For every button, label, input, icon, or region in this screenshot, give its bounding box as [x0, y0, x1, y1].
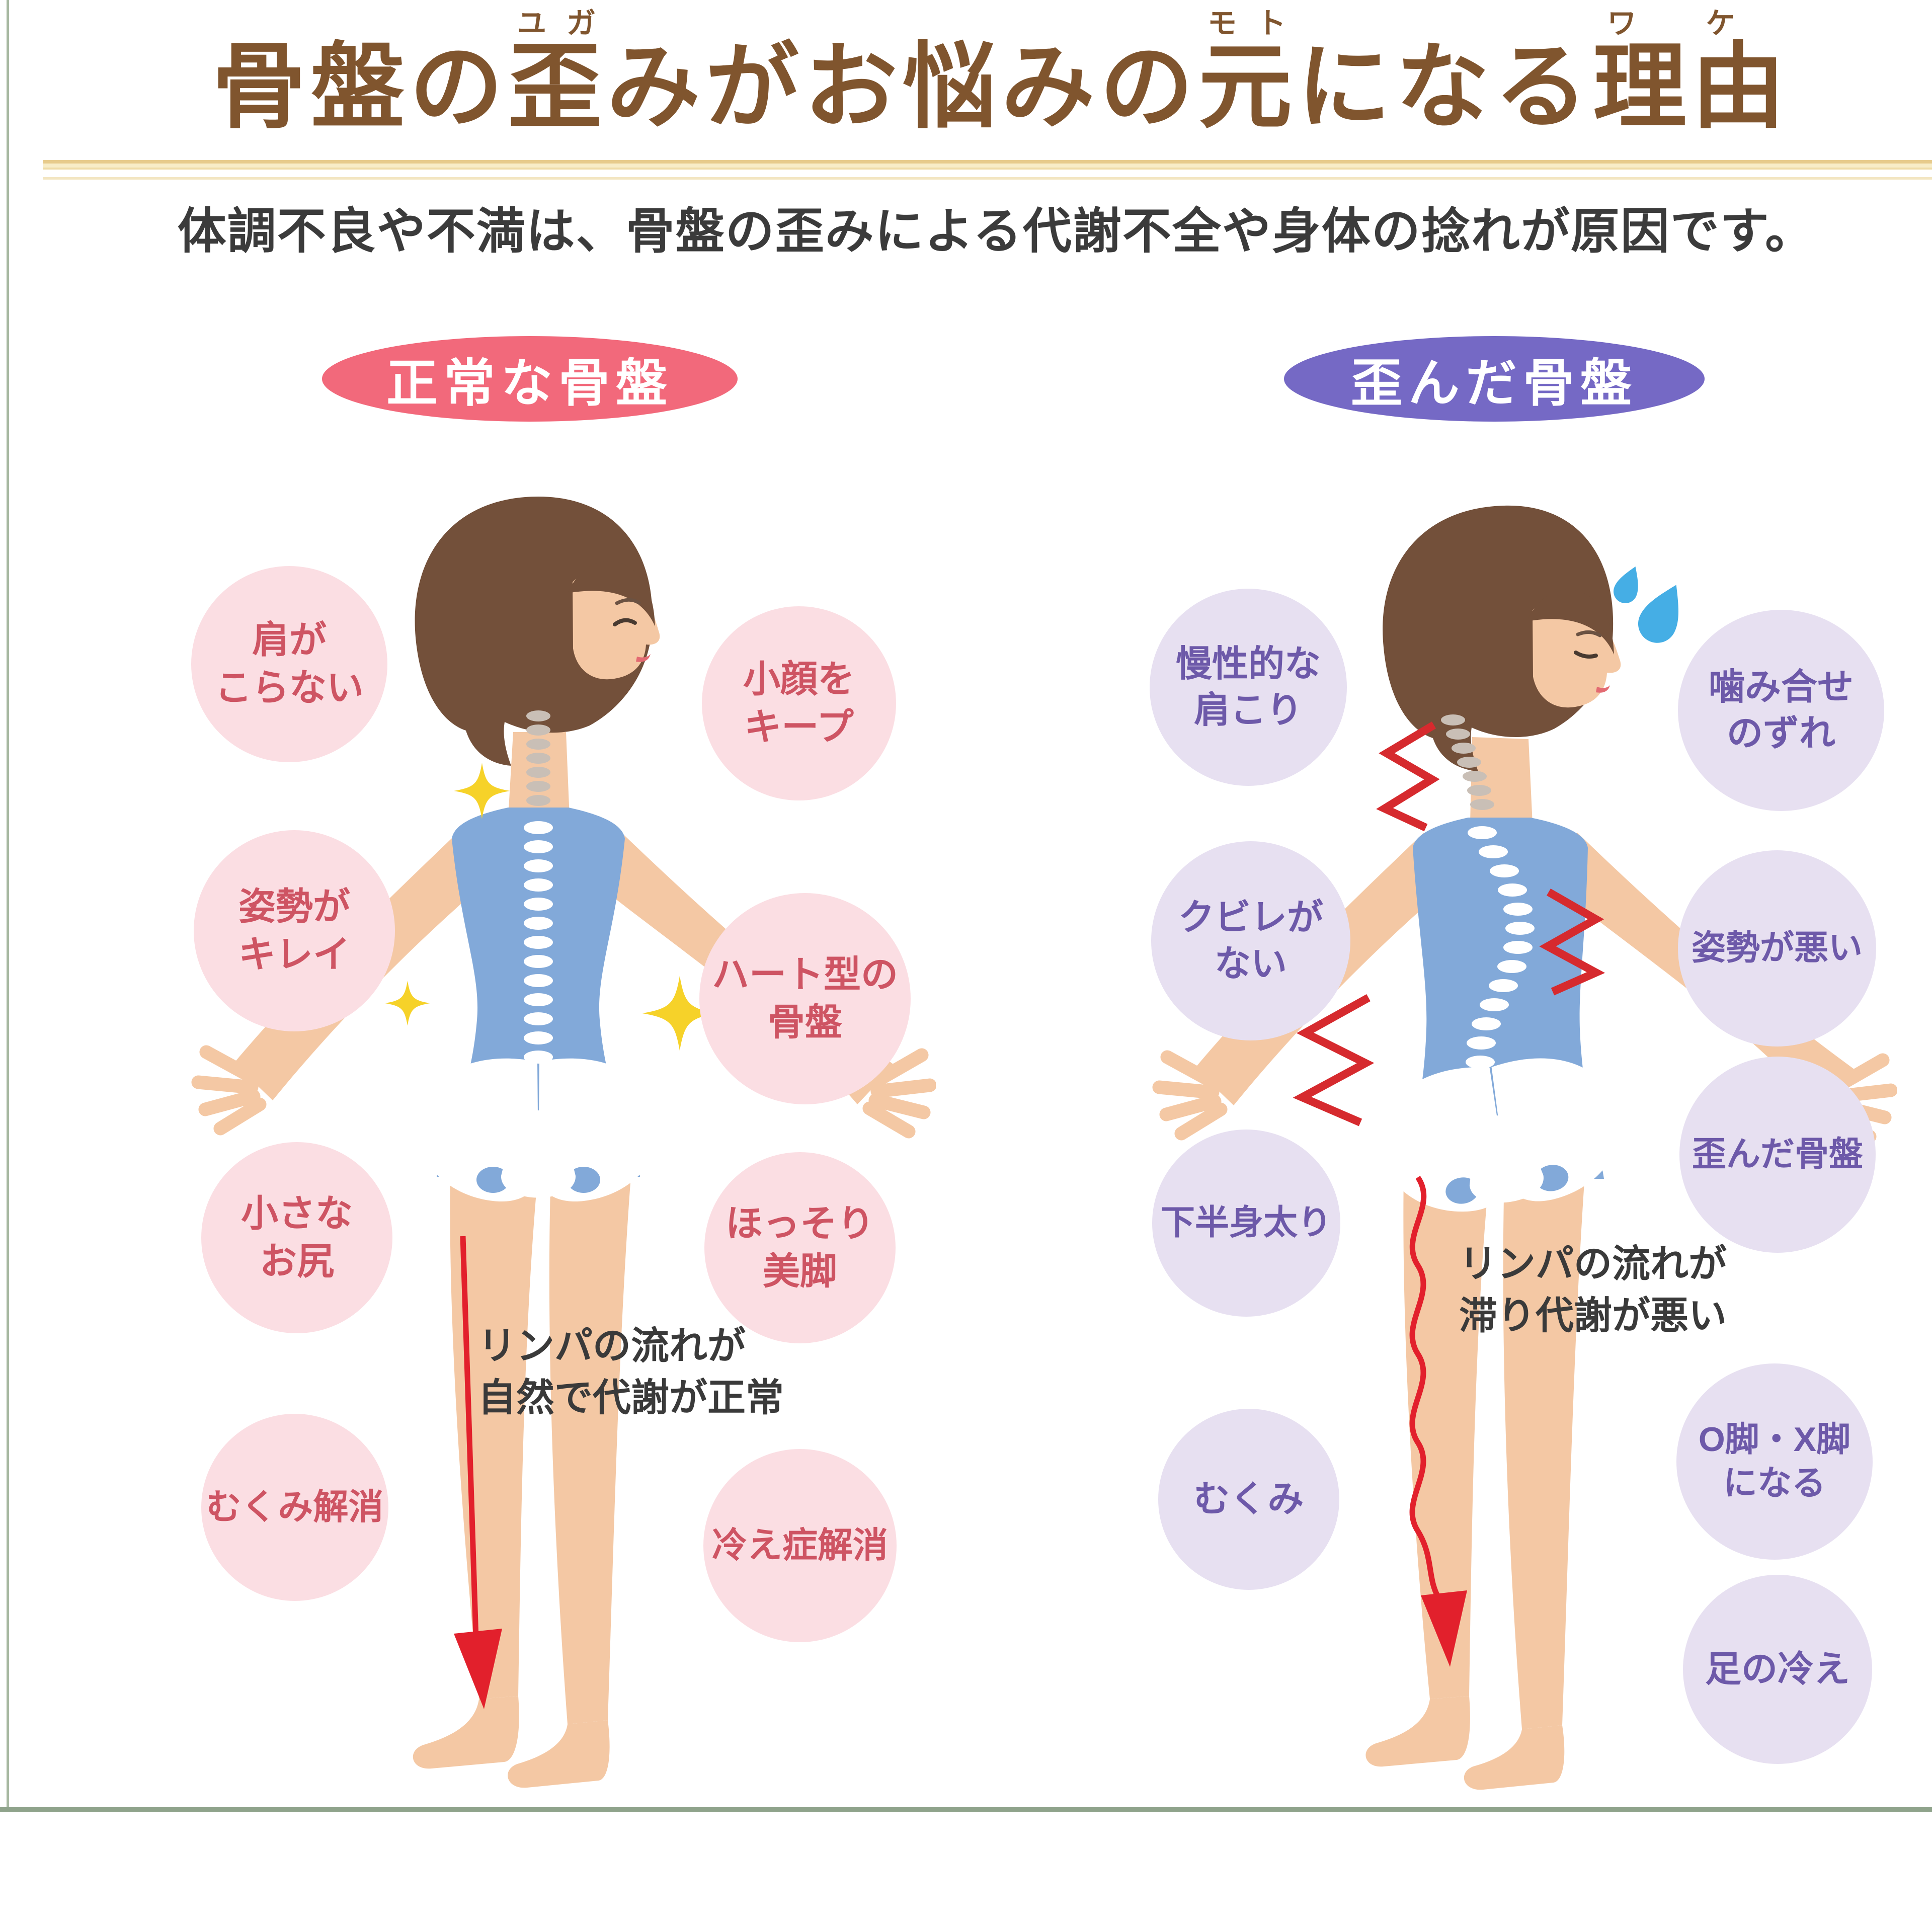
bubble-label: 姿勢が悪い	[1691, 929, 1863, 968]
pain-zigzag-icon	[1293, 721, 1605, 1126]
normal-lymph-note: リンパの流れが 自然で代謝が正常	[478, 1321, 784, 1424]
left-hand	[1152, 1050, 1228, 1141]
symptom-bubble-lower-body: 下半身太り	[1152, 1130, 1340, 1317]
title-ruby-wake: 理由ワケ	[1593, 7, 1791, 139]
symptom-bubble-pelvis: 歪んだ骨盤	[1679, 1057, 1876, 1253]
title-underline-thin	[43, 177, 1932, 180]
eyebrow	[1576, 630, 1602, 637]
benefit-bubble-shoulders: 肩が こらない	[191, 566, 387, 762]
symptom-bubble-waist: クビレが ない	[1151, 841, 1350, 1040]
symptom-bubble-cold-feet: 足の冷え	[1683, 1575, 1872, 1764]
sparkle-icon	[385, 763, 717, 1051]
legs	[413, 1170, 631, 1788]
normal-pelvis-badge: 正常な骨盤	[322, 336, 738, 422]
neck-vertebrae	[526, 710, 550, 806]
page-title: 骨盤の歪ユガみがお悩みの元モトになる理由ワケ	[0, 7, 1932, 157]
title-ruby-moto: 元モト	[1198, 7, 1298, 139]
symptom-bubble-ox-legs: O脚・X脚 になる	[1676, 1363, 1873, 1560]
frame-left-border	[7, 0, 9, 1811]
bubble-label: 下半身太り	[1160, 1203, 1332, 1242]
bubble-label: 姿勢が キレイ	[238, 886, 350, 975]
right-hand	[862, 1048, 936, 1139]
head	[415, 497, 660, 766]
symptom-bubble-bite: 噛み合せ のずれ	[1678, 610, 1884, 811]
benefit-bubble-pelvis: ハート型の 骨盤	[699, 893, 911, 1104]
benefit-bubble-cold: 冷え症解消	[703, 1449, 897, 1642]
bubble-label: ハート型の 骨盤	[712, 953, 898, 1043]
badge-label: 正常な骨盤	[386, 354, 673, 412]
benefit-bubble-legs: ほっそり 美脚	[704, 1152, 896, 1343]
hair-back	[415, 497, 653, 766]
symptom-bubble-swelling: むくみ	[1158, 1409, 1339, 1590]
distorted-pelvis-badge: 歪んだ骨盤	[1284, 336, 1705, 422]
title-part-3: になる	[1297, 35, 1593, 139]
symptom-bubble-posture: 姿勢が悪い	[1678, 850, 1876, 1046]
bubble-label: 歪んだ骨盤	[1692, 1135, 1863, 1174]
closed-eye	[1574, 651, 1598, 659]
note-text: リンパの流れが 滞り代謝が悪い	[1459, 1243, 1727, 1337]
bubble-label: 小さな お尻	[241, 1192, 353, 1282]
benefit-bubble-hips: 小さな お尻	[201, 1142, 392, 1333]
neck-vertebrae	[1441, 714, 1494, 810]
symptom-bubble-shoulders: 慢性的な 肩こり	[1150, 589, 1347, 786]
hair-fringe	[568, 561, 655, 626]
bubble-label: 小顔を キープ	[743, 658, 855, 748]
title-ruby-yuga: 歪ユガ	[508, 7, 607, 139]
lymph-arrow-wavy-icon	[1409, 1175, 1467, 1667]
head-bowed	[1383, 505, 1621, 771]
spine-straight	[524, 821, 553, 1064]
bubble-label: むくみ解消	[206, 1487, 384, 1527]
eye	[613, 618, 637, 626]
spine-curved	[1466, 826, 1535, 1069]
title-underline	[43, 160, 1932, 170]
benefit-bubble-posture: 姿勢が キレイ	[194, 830, 395, 1031]
benefit-bubble-face: 小顔を キープ	[702, 606, 896, 800]
badge-label: 歪んだ骨盤	[1351, 354, 1638, 412]
bubble-label: 慢性的な 肩こり	[1175, 643, 1321, 731]
normal-figure-illustration	[191, 497, 936, 1788]
left-hand	[191, 1045, 267, 1136]
bubble-label: ほっそり 美脚	[726, 1202, 874, 1292]
bubble-label: 冷え症解消	[712, 1525, 888, 1565]
bubble-label: 足の冷え	[1705, 1649, 1850, 1689]
subtitle: 体調不良や不満は、骨盤の歪みによる代謝不全や身体の捻れが原因です。	[177, 204, 1815, 259]
frame-bottom-border	[0, 1807, 1932, 1812]
lips	[636, 654, 651, 662]
benefit-bubble-swelling: むくみ解消	[201, 1414, 388, 1601]
legs	[1365, 1175, 1585, 1790]
bubble-label: 肩が こらない	[215, 619, 364, 708]
eyebrow	[615, 598, 641, 605]
title-part-2: みがお悩みの	[606, 35, 1198, 139]
pelvis-tilted	[1381, 1058, 1620, 1212]
hair-fringe	[1527, 589, 1614, 655]
lymph-arrow-straight-icon	[454, 1236, 502, 1709]
lips	[1596, 685, 1610, 693]
bubble-label: O脚・X脚 になる	[1698, 1420, 1851, 1502]
bubble-label: 噛み合せ のずれ	[1708, 667, 1854, 754]
bubble-label: クビレが ない	[1178, 897, 1323, 984]
note-text: リンパの流れが 自然で代謝が正常	[478, 1325, 784, 1419]
sweat-drop-icon	[1614, 566, 1678, 643]
bubble-label: むくみ	[1193, 1479, 1304, 1519]
title-part-1: 骨盤の	[212, 35, 508, 139]
distorted-lymph-note: リンパの流れが 滞り代謝が悪い	[1459, 1239, 1727, 1342]
pelvis	[418, 1058, 659, 1202]
